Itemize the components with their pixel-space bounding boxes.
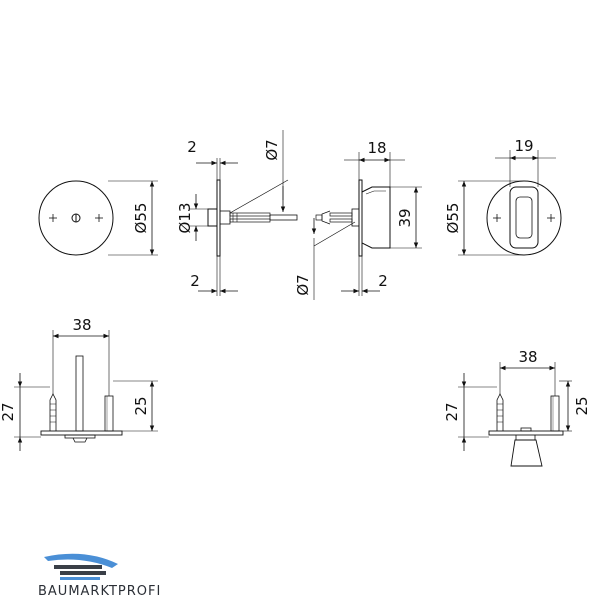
dim-rosette-left-diameter: Ø55 (132, 203, 150, 234)
dim-pin-right-diameter: Ø7 (294, 274, 312, 295)
right-rosette-front-view: 19 Ø55 (444, 137, 562, 256)
dim-knob-depth: 18 (367, 139, 386, 157)
baumarktprofi-logo: BAUMARKTPROFI (38, 553, 161, 599)
left-rosette-front-view: Ø55 (38, 180, 158, 256)
right-rosette-top-view: 38 27 25 (443, 348, 591, 467)
dim-right-sleeve-height: 25 (573, 396, 591, 415)
dim-left-screw-height: 27 (0, 402, 17, 421)
dim-right-plate-thickness: 2 (378, 272, 388, 290)
dim-plate-thickness-top: 2 (187, 138, 197, 156)
logo-swoosh-icon (44, 553, 118, 568)
dim-left-screw-spacing: 38 (72, 316, 91, 334)
dim-right-screw-spacing: 38 (518, 348, 537, 366)
left-rosette-top-view: 38 27 25 (0, 316, 158, 451)
dim-right-screw-height: 27 (443, 402, 461, 421)
brand-name: BAUMARKTPROFI (38, 584, 161, 599)
dim-knob-width: 19 (514, 137, 533, 155)
knob-side-view: 18 39 Ø7 2 (294, 139, 422, 300)
dim-plate-thickness-bottom: 2 (190, 272, 200, 290)
dim-knob-height: 39 (396, 208, 414, 227)
dim-rosette-right-diameter: Ø55 (444, 203, 462, 234)
dim-pin-left-diameter: Ø7 (263, 139, 281, 160)
dim-left-sleeve-height: 25 (132, 396, 150, 415)
cylinder-side-view: 2 Ø13 2 Ø7 (176, 130, 298, 296)
dim-cylinder-diameter: Ø13 (176, 203, 194, 234)
